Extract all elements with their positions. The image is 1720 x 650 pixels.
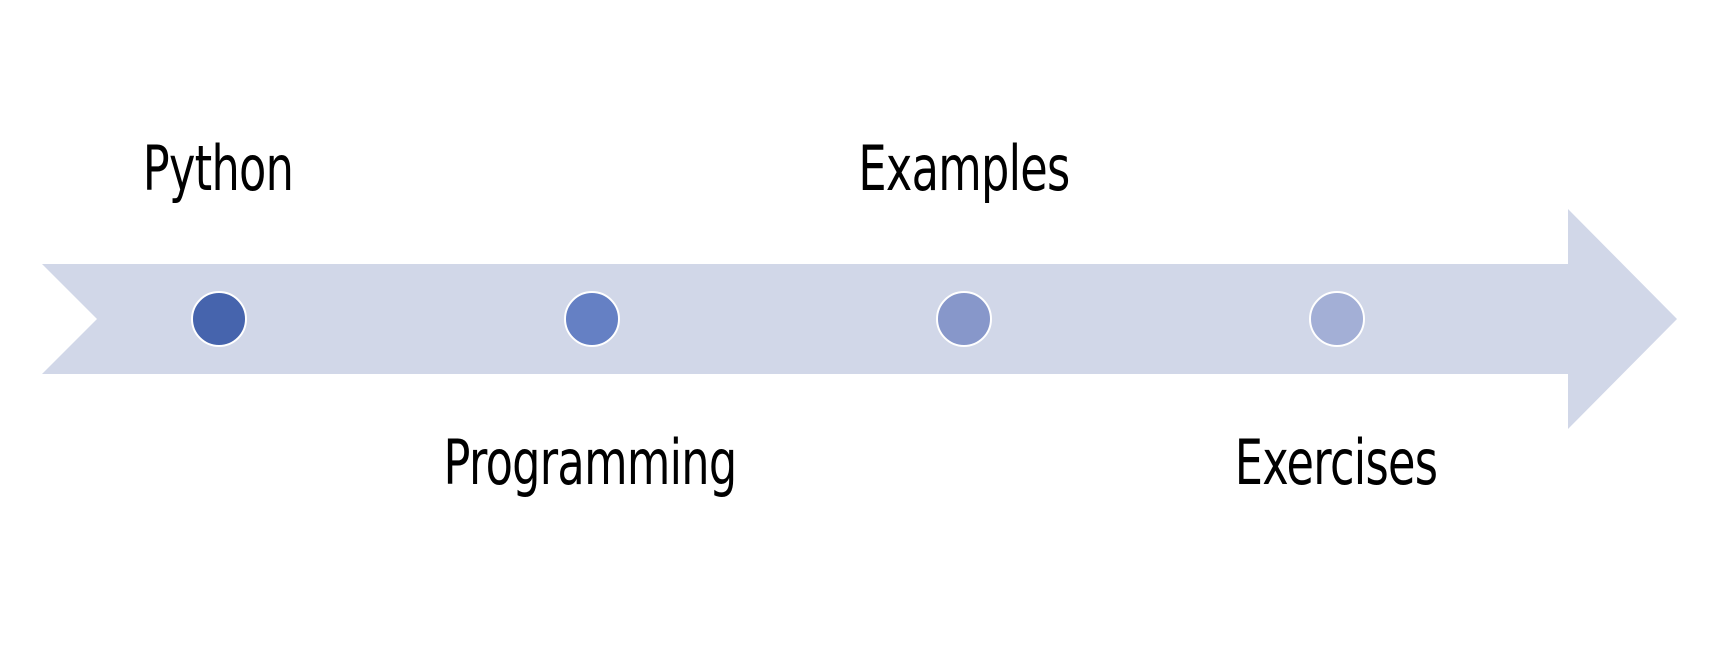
milestone-label-examples: Examples (858, 132, 1070, 205)
milestone-label-exercises: Exercises (1234, 426, 1438, 499)
milestone-dot-programming (564, 291, 620, 347)
timeline-arrow (42, 209, 1677, 429)
milestone-dot-examples (936, 291, 992, 347)
milestone-label-programming: Programming (443, 426, 738, 499)
milestone-label-python: Python (142, 132, 294, 205)
milestone-dot-python (191, 291, 247, 347)
milestone-dot-exercises (1309, 291, 1365, 347)
